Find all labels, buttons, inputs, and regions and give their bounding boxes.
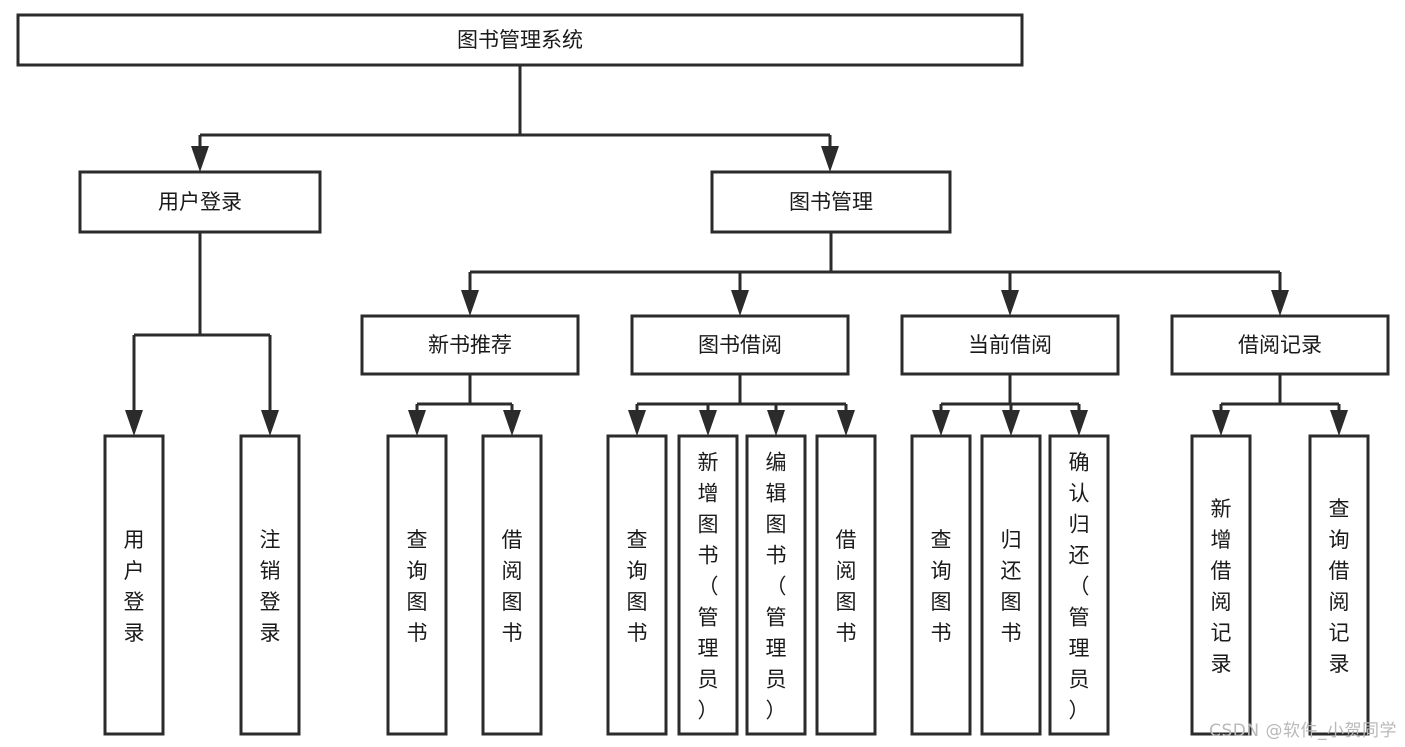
arrowhead-bookmgmt-to-current (1001, 290, 1019, 316)
leaf-label: 编辑图书（管理员） (766, 451, 787, 723)
current-borrow-box[interactable] (900, 314, 1120, 376)
arrowhead-bookmgmt-to-borrow (731, 290, 749, 316)
edge-bookborrow-trunk (635, 374, 848, 416)
node-user-login[interactable]: 用户登录 (78, 170, 322, 234)
node-current-borrow[interactable]: 当前借阅 (900, 314, 1120, 376)
root-label: 图书管理系统 (457, 28, 583, 52)
leaf-query-book-newbook[interactable]: 查询图书 (386, 434, 448, 736)
arrowhead-bookmgmt-to-records (1271, 290, 1289, 316)
leaf-return-book[interactable]: 归还图书 (980, 434, 1042, 736)
edge-newbook-trunk (415, 374, 514, 416)
borrow-records-label: 借阅记录 (1238, 333, 1322, 357)
arrowhead-bookborrow-to-edit (767, 410, 785, 436)
new-book-recommend-label: 新书推荐 (428, 333, 512, 357)
leaf-confirm-return-admin[interactable]: 确认归还（管理员） (1048, 434, 1110, 736)
leaf-label: 新增借阅记录 (1211, 497, 1232, 676)
arrowhead-newbook-to-borrow (503, 410, 521, 436)
arrowhead-records-to-query (1330, 410, 1348, 436)
user-login-box[interactable] (78, 170, 322, 234)
leaf-box[interactable] (481, 434, 543, 736)
arrowhead-current-to-confirm (1070, 410, 1088, 436)
edge-records-trunk (1219, 374, 1341, 416)
arrowhead-current-to-return (1002, 410, 1020, 436)
book-management-label: 图书管理 (789, 190, 873, 214)
edge-bookmgmt-trunk (468, 232, 1282, 296)
borrow-records-box[interactable] (1170, 314, 1390, 376)
arrowhead-bookborrow-to-borrow (837, 410, 855, 436)
node-new-book-recommend[interactable]: 新书推荐 (360, 314, 580, 376)
leaf-query-borrow-record[interactable]: 查询借阅记录 (1308, 434, 1370, 736)
leaf-label: 用户登录 (124, 528, 145, 645)
leaf-label: 查询图书 (931, 528, 952, 645)
user-login-label: 用户登录 (158, 190, 242, 214)
leaf-edit-book-admin[interactable]: 编辑图书（管理员） (745, 434, 807, 736)
node-book-borrow[interactable]: 图书借阅 (630, 314, 850, 376)
connector-layer (125, 65, 1348, 436)
arrowhead-userlogin-to-logout (261, 410, 279, 436)
leaf-box[interactable] (815, 434, 877, 736)
leaf-label: 确认归还（管理员） (1069, 451, 1090, 723)
leaf-borrow-book-newbook[interactable]: 借阅图书 (481, 434, 543, 736)
new-book-recommend-box[interactable] (360, 314, 580, 376)
leaf-borrow-book-borrow[interactable]: 借阅图书 (815, 434, 877, 736)
leaf-box[interactable] (1048, 434, 1110, 736)
arrowhead-current-to-query (932, 410, 950, 436)
leaf-label: 查询图书 (407, 528, 428, 645)
arrowhead-bookmgmt-to-newbook (461, 290, 479, 316)
leaf-box[interactable] (606, 434, 668, 736)
leaf-query-book-borrow[interactable]: 查询图书 (606, 434, 668, 736)
leaf-label: 查询图书 (627, 528, 648, 645)
leaf-query-book-current[interactable]: 查询图书 (910, 434, 972, 736)
leaf-box[interactable] (910, 434, 972, 736)
csdn-watermark: CSDN @软件_小贺同学 (1209, 721, 1397, 741)
leaf-add-book-admin[interactable]: 新增图书（管理员） (677, 434, 739, 736)
edge-userlogin-trunk (132, 232, 272, 416)
leaf-box[interactable] (980, 434, 1042, 736)
edge-root-trunk (198, 65, 832, 152)
root-box[interactable] (16, 13, 1024, 67)
arrowhead-records-to-add (1212, 410, 1230, 436)
edge-current-trunk (939, 374, 1081, 416)
leaf-box[interactable] (745, 434, 807, 736)
arrowhead-root-to-book-mgmt (821, 146, 839, 172)
book-management-box[interactable] (710, 170, 952, 234)
leaf-logout[interactable]: 注销登录 (239, 434, 301, 736)
arrowhead-bookborrow-to-query (628, 410, 646, 436)
arrowhead-newbook-to-query (408, 410, 426, 436)
leaf-box[interactable] (103, 434, 165, 736)
book-borrow-label: 图书借阅 (698, 333, 782, 357)
current-borrow-label: 当前借阅 (968, 333, 1052, 357)
leaf-label: 归还图书 (1001, 528, 1022, 645)
leaf-box[interactable] (239, 434, 301, 736)
leaf-box[interactable] (1190, 434, 1252, 736)
leaf-label: 新增图书（管理员） (698, 451, 719, 723)
arrowhead-userlogin-to-login (125, 410, 143, 436)
node-borrow-records[interactable]: 借阅记录 (1170, 314, 1390, 376)
node-book-management[interactable]: 图书管理 (710, 170, 952, 234)
leaf-box[interactable] (386, 434, 448, 736)
node-root[interactable]: 图书管理系统 (16, 13, 1024, 67)
leaf-label: 查询借阅记录 (1329, 497, 1350, 676)
leaf-label: 借阅图书 (836, 528, 857, 645)
leaf-box[interactable] (1308, 434, 1370, 736)
leaf-box[interactable] (677, 434, 739, 736)
arrowhead-root-to-user-login (191, 146, 209, 172)
leaf-add-borrow-record[interactable]: 新增借阅记录 (1190, 434, 1252, 736)
leaf-label: 注销登录 (260, 528, 281, 645)
arrowhead-bookborrow-to-add (699, 410, 717, 436)
leaf-label: 借阅图书 (502, 528, 523, 645)
leaf-user-login[interactable]: 用户登录 (103, 434, 165, 736)
book-borrow-box[interactable] (630, 314, 850, 376)
